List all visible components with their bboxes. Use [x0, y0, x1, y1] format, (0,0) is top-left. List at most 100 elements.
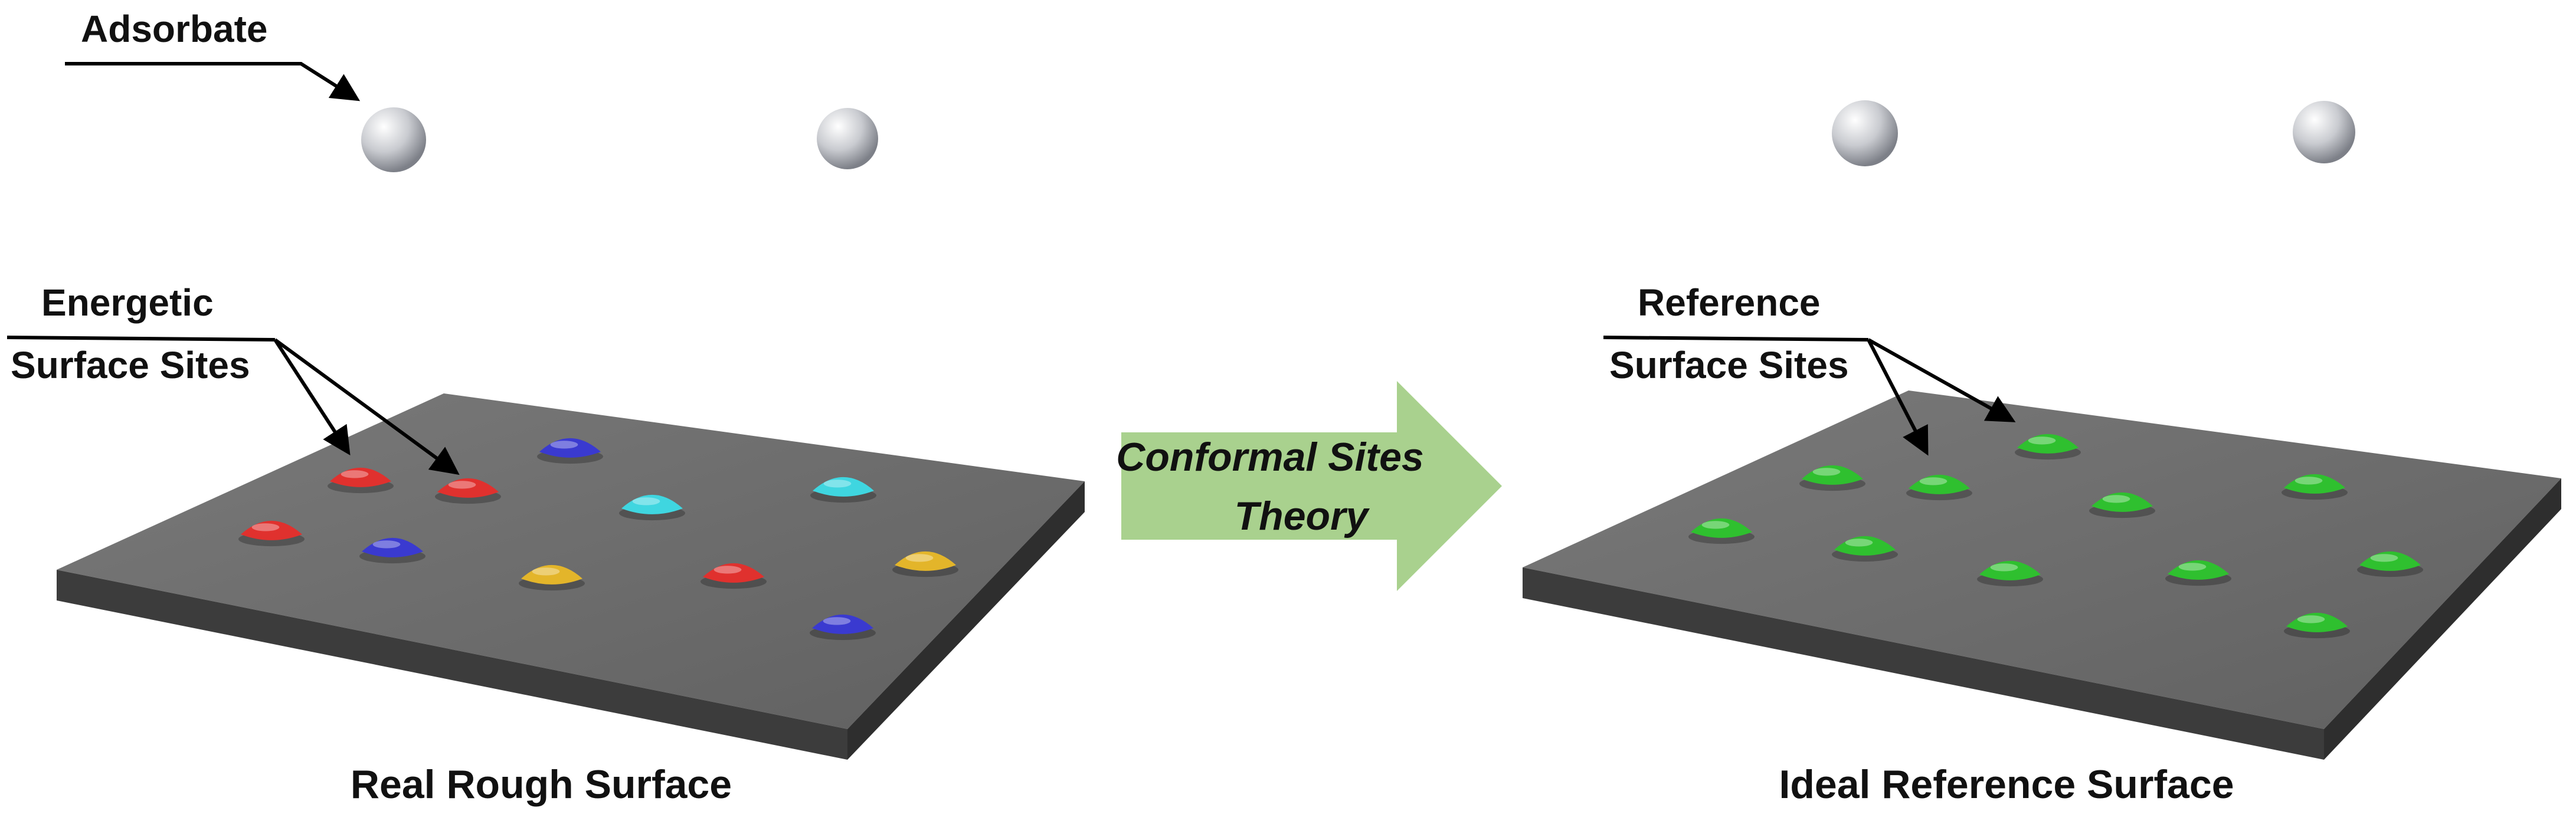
surface-site-dome: [1909, 474, 1970, 494]
surface-site: [2089, 492, 2155, 518]
surface-site-highlight: [2370, 554, 2398, 562]
surface-site-dome: [1979, 560, 2041, 580]
left-slab-top: [57, 393, 1085, 729]
surface-site-highlight: [1812, 468, 1841, 476]
surface-site-dome: [895, 551, 956, 571]
surface-site-dome: [2091, 492, 2153, 512]
ideal-reference-surface-slab: [1523, 390, 2561, 760]
right-slab-side: [2324, 478, 2561, 760]
surface-site: [328, 467, 394, 494]
energetic-leader-horizontal: [6, 336, 276, 342]
reference-leader-arrow-1: [1867, 339, 1929, 456]
surface-site-dome: [2017, 434, 2079, 454]
energetic-label-line1: Energetic: [41, 281, 214, 324]
surface-site-dome: [621, 494, 683, 514]
surface-site: [810, 477, 876, 503]
surface-site-dome: [241, 520, 302, 540]
energetic-label-line2: Surface Sites: [11, 344, 250, 386]
surface-site-dome: [2168, 560, 2229, 580]
reference-label-line2: Surface Sites: [1609, 344, 1849, 386]
surface-site-highlight: [1990, 563, 2018, 572]
real-rough-surface-slab: [57, 393, 1085, 760]
surface-site-highlight: [1919, 477, 1947, 485]
surface-site-dome: [1834, 536, 1896, 556]
adsorbate-label: Adsorbate: [81, 8, 268, 50]
surface-site-highlight: [1701, 521, 1730, 529]
surface-site-highlight: [823, 617, 851, 625]
surface-site-dome: [813, 477, 874, 497]
arrow-shape: [1121, 381, 1502, 591]
surface-site-highlight: [341, 470, 369, 478]
surface-site: [810, 614, 876, 641]
surface-site-dome: [362, 537, 423, 557]
surface-site: [2284, 612, 2350, 639]
adsorbate-leader: [65, 62, 361, 101]
surface-site-dome: [1802, 465, 1863, 485]
surface-site-highlight: [532, 567, 560, 576]
energetic-sites: [238, 438, 958, 641]
surface-site: [1977, 560, 2043, 587]
surface-site-highlight: [2028, 436, 2056, 445]
surface-site-dome: [812, 614, 873, 634]
adsorbates: [361, 100, 2355, 172]
surface-site: [2015, 434, 2081, 460]
surface-site: [1799, 465, 1865, 491]
surface-site: [359, 537, 425, 564]
surface-site-dome: [330, 467, 391, 487]
surface-site: [435, 478, 501, 504]
left-caption: Real Rough Surface: [351, 762, 732, 807]
right-slab-top: [1523, 390, 2561, 729]
conformal-sites-theory-arrow: Conformal Sites Theory: [1116, 381, 1502, 591]
surface-site-highlight: [823, 480, 852, 488]
left-slab-front: [57, 570, 847, 760]
surface-site-highlight: [2294, 477, 2323, 485]
surface-site-dome: [1691, 518, 1752, 538]
surface-site: [701, 563, 767, 589]
surface-site-dome: [521, 564, 582, 585]
surface-site-highlight: [905, 554, 934, 562]
surface-site: [1832, 536, 1898, 562]
surface-site-highlight: [713, 566, 742, 574]
surface-site-highlight: [2297, 615, 2325, 623]
arrow-label-line2: Theory: [1235, 494, 1370, 539]
surface-site-dome: [703, 563, 764, 583]
surface-site-dome: [2359, 551, 2421, 571]
right-caption: Ideal Reference Surface: [1779, 762, 2234, 807]
surface-site: [892, 551, 958, 577]
surface-site: [519, 564, 585, 591]
surface-site-highlight: [632, 497, 660, 505]
surface-site-dome: [539, 438, 601, 458]
surface-site-highlight: [448, 481, 476, 489]
reference-leader-arrow-2: [1867, 338, 2016, 422]
surface-site: [1906, 474, 1972, 501]
surface-site-dome: [2286, 612, 2348, 632]
surface-site-dome: [437, 478, 499, 498]
surface-site: [619, 494, 685, 521]
surface-site-highlight: [2102, 495, 2130, 503]
arrow-label-line1: Conformal Sites: [1116, 435, 1423, 480]
adsorbate-sphere: [361, 107, 426, 172]
surface-site-highlight: [2178, 563, 2207, 571]
surface-site-highlight: [372, 540, 401, 549]
surface-site-highlight: [1845, 539, 1873, 547]
energetic-leader-arrow-2: [274, 338, 460, 475]
surface-site: [2282, 474, 2348, 500]
surface-site-dome: [2284, 474, 2345, 494]
left-slab-side: [847, 481, 1085, 760]
surface-site: [2165, 560, 2231, 586]
reference-label-line1: Reference: [1638, 281, 1821, 324]
surface-site: [2357, 551, 2423, 577]
surface-site: [238, 520, 305, 547]
surface-site: [1688, 518, 1755, 544]
right-slab-front: [1523, 567, 2324, 760]
surface-site-highlight: [251, 523, 280, 531]
surface-site-highlight: [550, 441, 578, 449]
reference-leader-horizontal: [1603, 336, 1869, 342]
adsorbate-sphere: [817, 108, 878, 169]
surface-site: [537, 438, 603, 464]
adsorbate-sphere: [1832, 100, 1898, 166]
energetic-leader-arrow-1: [273, 339, 351, 456]
reference-sites: [1688, 434, 2423, 639]
adsorbate-sphere: [2293, 101, 2355, 163]
